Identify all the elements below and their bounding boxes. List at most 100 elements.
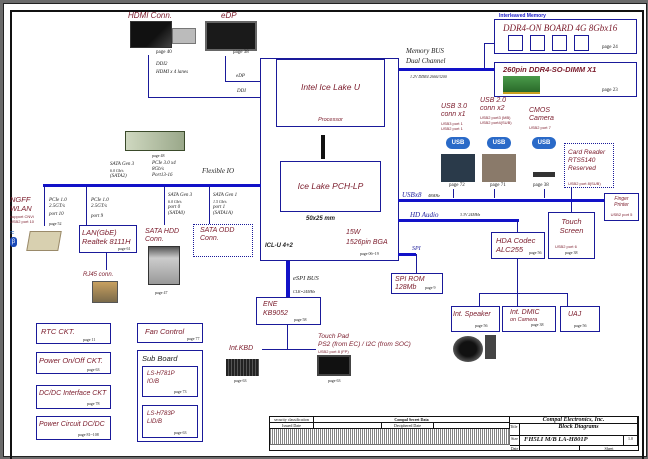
ec-line2: KB9052 <box>263 310 288 317</box>
keyboard-image <box>226 359 259 376</box>
hdmi-title: HDMI Conn. <box>128 11 173 20</box>
cpu-size: 50x25 mm <box>306 216 336 222</box>
touchpad-title: Touch Pad <box>318 333 349 340</box>
wlan-pcie-line2: 2.5GT/s <box>49 204 65 209</box>
dmi-link <box>321 135 325 159</box>
camera-title: CMOS Camera <box>529 107 554 123</box>
hdd-image <box>148 246 180 285</box>
dcdc-interface-title: DC/DC Interface CKT <box>39 390 107 397</box>
memory-wire-v <box>484 43 485 70</box>
ssd-pcie-line3: Port13-16 <box>152 173 173 178</box>
fan-control-page: page 77 <box>187 336 200 341</box>
odd-sata-line3: port 1 <box>213 205 226 210</box>
odd-title-line2: Conn. <box>200 235 219 242</box>
ssd-pcie-line1: PCIe 3.0 x4 <box>152 161 176 166</box>
sub-board-box: Sub Board LS-H781P IO/B page 73 LS-H783P… <box>137 350 203 442</box>
pch-title: Ice Lake PCH-LP <box>297 181 364 191</box>
odd-sata-line4: (SATA1A) <box>213 211 233 216</box>
confidential-notice <box>270 429 510 445</box>
secret-label: Compal Secret Data <box>314 417 510 423</box>
usb2-ports: USB2 port3 (MB) USB2 port4(SUB) <box>480 115 512 125</box>
hda-codec-line1: HDA Codec <box>496 236 536 245</box>
rtc-title: RTC CKT. <box>41 327 75 336</box>
processor-sublabel: Processor <box>318 117 343 123</box>
wlan-drop <box>44 186 45 226</box>
wlan-notes: support CNVi USB2 port 10 <box>10 214 34 224</box>
io-board-box: LS-H781P IO/B page 73 <box>142 366 198 397</box>
bluetooth-icon: β <box>10 237 17 247</box>
hdd-title-line1: SATA HDD <box>145 228 180 235</box>
cpu-package-box: Intel Ice Lake U Processor Ice Lake PCH-… <box>260 58 399 261</box>
odd-sata-line1: SATA Gen 1 <box>213 193 238 198</box>
spi-rom-page: page 9 <box>425 285 436 290</box>
touch-screen-port: USB2 port 6 <box>555 244 577 249</box>
touchpad-page: page 63 <box>328 378 341 383</box>
hdmi-monitor-image <box>130 21 172 48</box>
espi-clk: CLK=24MHz <box>293 289 316 294</box>
usb2-title-line2: conn x2 <box>480 105 505 112</box>
usb3-title-line1: USB 3.0 <box>441 103 468 110</box>
size-label: Size <box>510 436 520 446</box>
power-circuit-page: page 81~108 <box>78 432 99 437</box>
edp-panel-image <box>205 21 257 51</box>
touchpad-interface: PS2 (from EC) / I2C (from SOC) <box>318 341 411 348</box>
touch-screen-box: Touch Screen USB2 port 6 page 38 <box>548 212 595 259</box>
ddr4-onboard-title: DDR4-ON BOARD 4G 8Gbx16 <box>503 23 618 33</box>
dmic-drop <box>517 293 518 306</box>
wlan-page: page 52 <box>49 221 62 226</box>
lid-board-title: LS-H783P LID/B <box>147 410 175 426</box>
finger-printer-title: Finger Printer <box>605 196 638 208</box>
cpu-variant: ICL-U 4+2 <box>265 243 293 249</box>
usb2-logo-icon: USB <box>487 137 511 149</box>
wlan-pcie-port: port 10 <box>49 212 64 217</box>
ddi-wire <box>148 97 261 98</box>
power-circuit-title: Power Circuit DC/DC <box>39 421 105 428</box>
odd-drop <box>209 186 210 225</box>
usb2-port2: USB2 port4(SUB) <box>480 120 512 125</box>
finger-printer-line1: Finger <box>614 196 629 202</box>
power-onoff-page: page 63 <box>87 367 100 372</box>
camera-page: page 38 <box>533 183 549 188</box>
spi-bus <box>398 253 416 256</box>
ddr4-onboard-box: DDR4-ON BOARD 4G 8Gbx16 page 24 <box>494 19 637 54</box>
usb-bus-speed: 48MHz <box>428 193 440 198</box>
kbd-title: Int.KBD <box>229 345 254 352</box>
date-label: Date <box>510 446 520 451</box>
io-board-page: page 73 <box>174 389 187 394</box>
wifi-icon: ≈ <box>10 228 15 237</box>
hda-codec-box: HDA Codec ALC255 page 56 <box>491 232 545 259</box>
rj45-wire <box>106 253 107 270</box>
rtc-box: RTC CKT. page 11 <box>36 323 111 344</box>
lid-board-line1: LS-H783P <box>147 411 175 417</box>
camera-drop <box>544 189 545 198</box>
audio-split <box>479 293 568 294</box>
flexible-io-label: Flexible IO <box>202 167 235 175</box>
io-board-line1: LS-H781P <box>147 371 175 377</box>
lid-board-line2: LID/B <box>147 419 163 425</box>
cpu-package: 1526pin BGA <box>346 239 388 246</box>
company-name: Compal Electronics, Inc. <box>510 417 638 424</box>
lid-board-box: LS-H783P LID/B page 63 <box>142 405 198 438</box>
lan-drop <box>86 186 87 226</box>
usb3-port1: USB3 port 1 <box>441 121 463 126</box>
fan-control-title: Fan Control <box>145 327 185 336</box>
usb2-title-line1: USB 2.0 <box>480 97 507 104</box>
hdd-sata-line1: SATA Gen 3 <box>168 193 193 198</box>
usb2-drop <box>494 189 495 198</box>
dmic-title: Int. DMIC on Camera <box>510 309 540 323</box>
dmic-page: page 38 <box>531 322 544 327</box>
hdmi-note-lanes: HDMI x 4 lanes <box>156 70 189 75</box>
touch-screen-line1: Touch <box>561 217 582 226</box>
usb2-page: page 71 <box>490 183 506 188</box>
memory-wire-h <box>484 43 494 44</box>
ec-title: ENE KB9052 <box>263 300 288 318</box>
hdd-drop <box>164 186 165 225</box>
ssd-sata-line2: 6.0 Gb/s <box>110 168 124 173</box>
ssd-sata-spec: SATA Gen 3 6.0 Gb/s (SATA2) <box>110 162 134 180</box>
power-onoff-box: Power On/Off CKT. page 63 <box>36 352 111 374</box>
hda-codec-page: page 56 <box>529 250 542 255</box>
lan-pcie-port: port 9 <box>91 214 104 219</box>
card-reader-line1: Card Reader <box>568 149 606 156</box>
hda-codec-title: HDA Codec ALC255 <box>496 236 535 254</box>
codec-down <box>517 259 518 293</box>
